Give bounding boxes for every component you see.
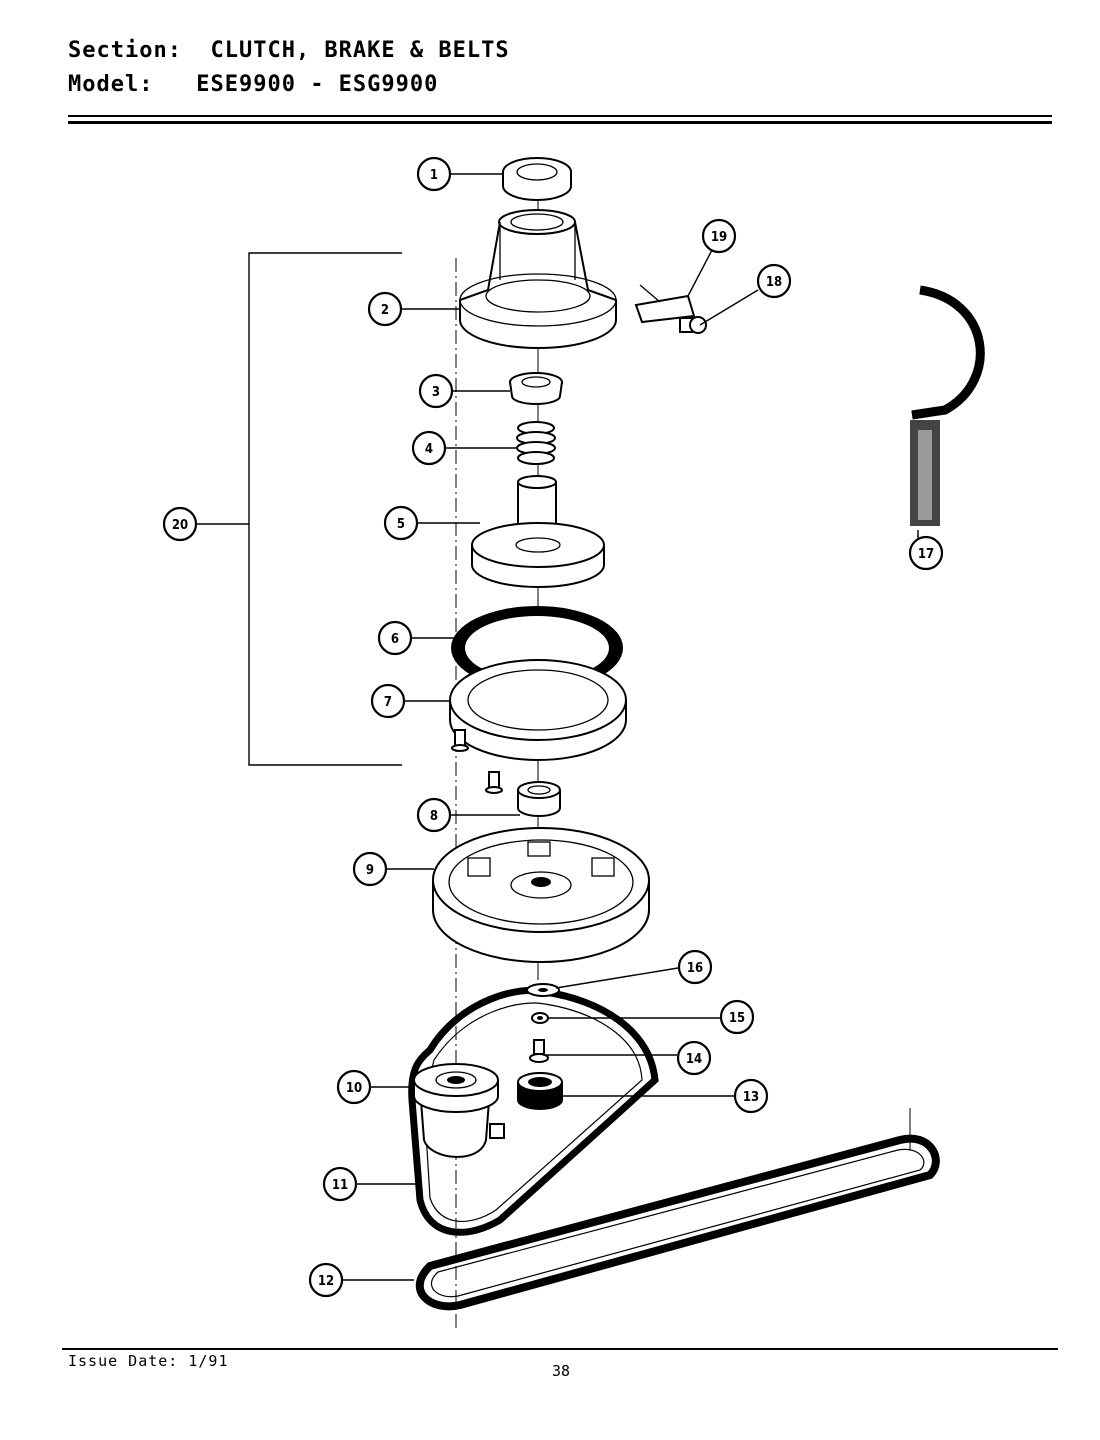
- leader-18: [699, 289, 759, 326]
- callout-17: 17: [908, 535, 944, 571]
- part-clutch-drum: [471, 475, 605, 588]
- part-drive-pulley: [432, 827, 650, 963]
- callout-1-text: 1: [430, 168, 438, 183]
- callout-14: 14: [676, 1040, 712, 1076]
- section-label: Section:: [68, 38, 182, 63]
- callout-7-text: 7: [384, 695, 392, 710]
- part-bracket-clip: [634, 284, 696, 324]
- callout-6-text: 6: [391, 632, 399, 647]
- callout-18: 18: [756, 263, 792, 299]
- part-drive-belt: [408, 986, 659, 1236]
- part-small-washer: [531, 1012, 549, 1024]
- page-number: 38: [552, 1362, 571, 1380]
- part-spring: [516, 421, 556, 465]
- callout-8: 8: [416, 797, 452, 833]
- model-value: ESE9900 - ESG9900: [196, 72, 439, 97]
- callout-5-text: 5: [397, 517, 405, 532]
- callout-3: 3: [418, 373, 454, 409]
- callout-12: 12: [308, 1262, 344, 1298]
- callout-13: 13: [733, 1078, 769, 1114]
- callout-6: 6: [377, 620, 413, 656]
- part-screw: [679, 316, 707, 334]
- callout-20: 20: [162, 506, 198, 542]
- issue-date: Issue Date: 1/91: [68, 1352, 229, 1370]
- callout-20-text: 20: [172, 518, 188, 533]
- part-brake-ring: [449, 659, 627, 761]
- part-mount-screws: [451, 729, 503, 794]
- section-title: Section: CLUTCH, BRAKE & BELTS: [68, 38, 510, 63]
- callout-4-text: 4: [425, 442, 433, 457]
- callout-4: 4: [411, 430, 447, 466]
- part-brake-band: [910, 285, 985, 545]
- callout-5: 5: [383, 505, 419, 541]
- callout-14-text: 14: [686, 1052, 702, 1067]
- callout-16-text: 16: [687, 961, 703, 976]
- callout-9-text: 9: [366, 863, 374, 878]
- callout-8-text: 8: [430, 809, 438, 824]
- part-bearing-top: [502, 157, 572, 201]
- part-motor-pulley: [413, 1063, 505, 1158]
- part-bushing: [517, 1072, 563, 1110]
- part-bearing-lower: [517, 781, 561, 817]
- part-clutch-housing: [459, 209, 617, 349]
- leader-16: [555, 967, 679, 989]
- header-rule-thick: [68, 121, 1052, 124]
- callout-11-text: 11: [332, 1178, 348, 1193]
- callout-19-text: 19: [711, 230, 727, 245]
- callout-13-text: 13: [743, 1090, 759, 1105]
- part-retainer: [526, 983, 560, 997]
- section-value: CLUTCH, BRAKE & BELTS: [210, 38, 510, 63]
- callout-3-text: 3: [432, 385, 440, 400]
- assembly-bracket: [248, 252, 402, 766]
- model-title: Model: ESE9900 - ESG9900: [68, 72, 438, 97]
- callout-11: 11: [322, 1166, 358, 1202]
- model-label: Model:: [68, 72, 154, 97]
- callout-19: 19: [701, 218, 737, 254]
- callout-1: 1: [416, 156, 452, 192]
- part-small-bolt: [529, 1039, 549, 1063]
- callout-15: 15: [719, 999, 755, 1035]
- callout-2-text: 2: [381, 303, 389, 318]
- callout-16: 16: [677, 949, 713, 985]
- header-rule-thin: [68, 115, 1052, 117]
- leader-19: [687, 249, 713, 297]
- callout-9: 9: [352, 851, 388, 887]
- part-pump-belt: [415, 1134, 940, 1311]
- callout-2: 2: [367, 291, 403, 327]
- part-collar: [509, 372, 563, 405]
- callout-7: 7: [370, 683, 406, 719]
- callout-15-text: 15: [729, 1011, 745, 1026]
- callout-10: 10: [336, 1069, 372, 1105]
- footer-rule: [62, 1348, 1058, 1350]
- callout-17-text: 17: [918, 547, 934, 562]
- callout-10-text: 10: [346, 1081, 362, 1096]
- callout-18-text: 18: [766, 275, 782, 290]
- callout-12-text: 12: [318, 1274, 334, 1289]
